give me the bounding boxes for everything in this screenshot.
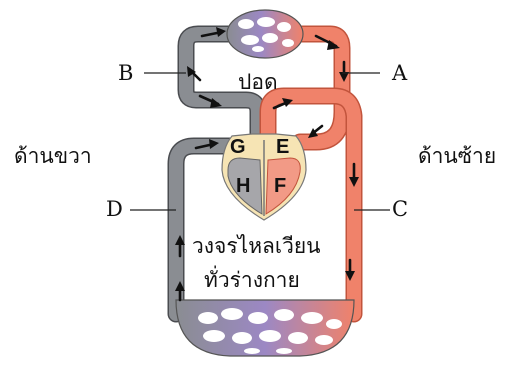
label-vessel-a: A	[392, 63, 407, 84]
label-chamber-f: F	[274, 176, 286, 196]
label-chamber-g: G	[230, 137, 246, 157]
label-vessel-c: C	[392, 199, 408, 220]
lung-capillary-bed	[227, 10, 303, 58]
label-lungs: ปอด	[238, 72, 278, 93]
body-capillary-bed	[176, 300, 354, 356]
label-right-side: ด้านขวา	[14, 146, 92, 167]
label-chamber-e: E	[276, 137, 289, 157]
label-left-side: ด้านซ้าย	[418, 146, 496, 167]
label-chamber-h: H	[236, 176, 250, 196]
label-vessel-d: D	[106, 199, 123, 220]
label-body-circuit-line1: วงจรไหลเวียน	[192, 236, 321, 257]
label-body-circuit-line2: ทั่วร่างกาย	[204, 270, 300, 291]
label-vessel-b: B	[118, 63, 133, 84]
